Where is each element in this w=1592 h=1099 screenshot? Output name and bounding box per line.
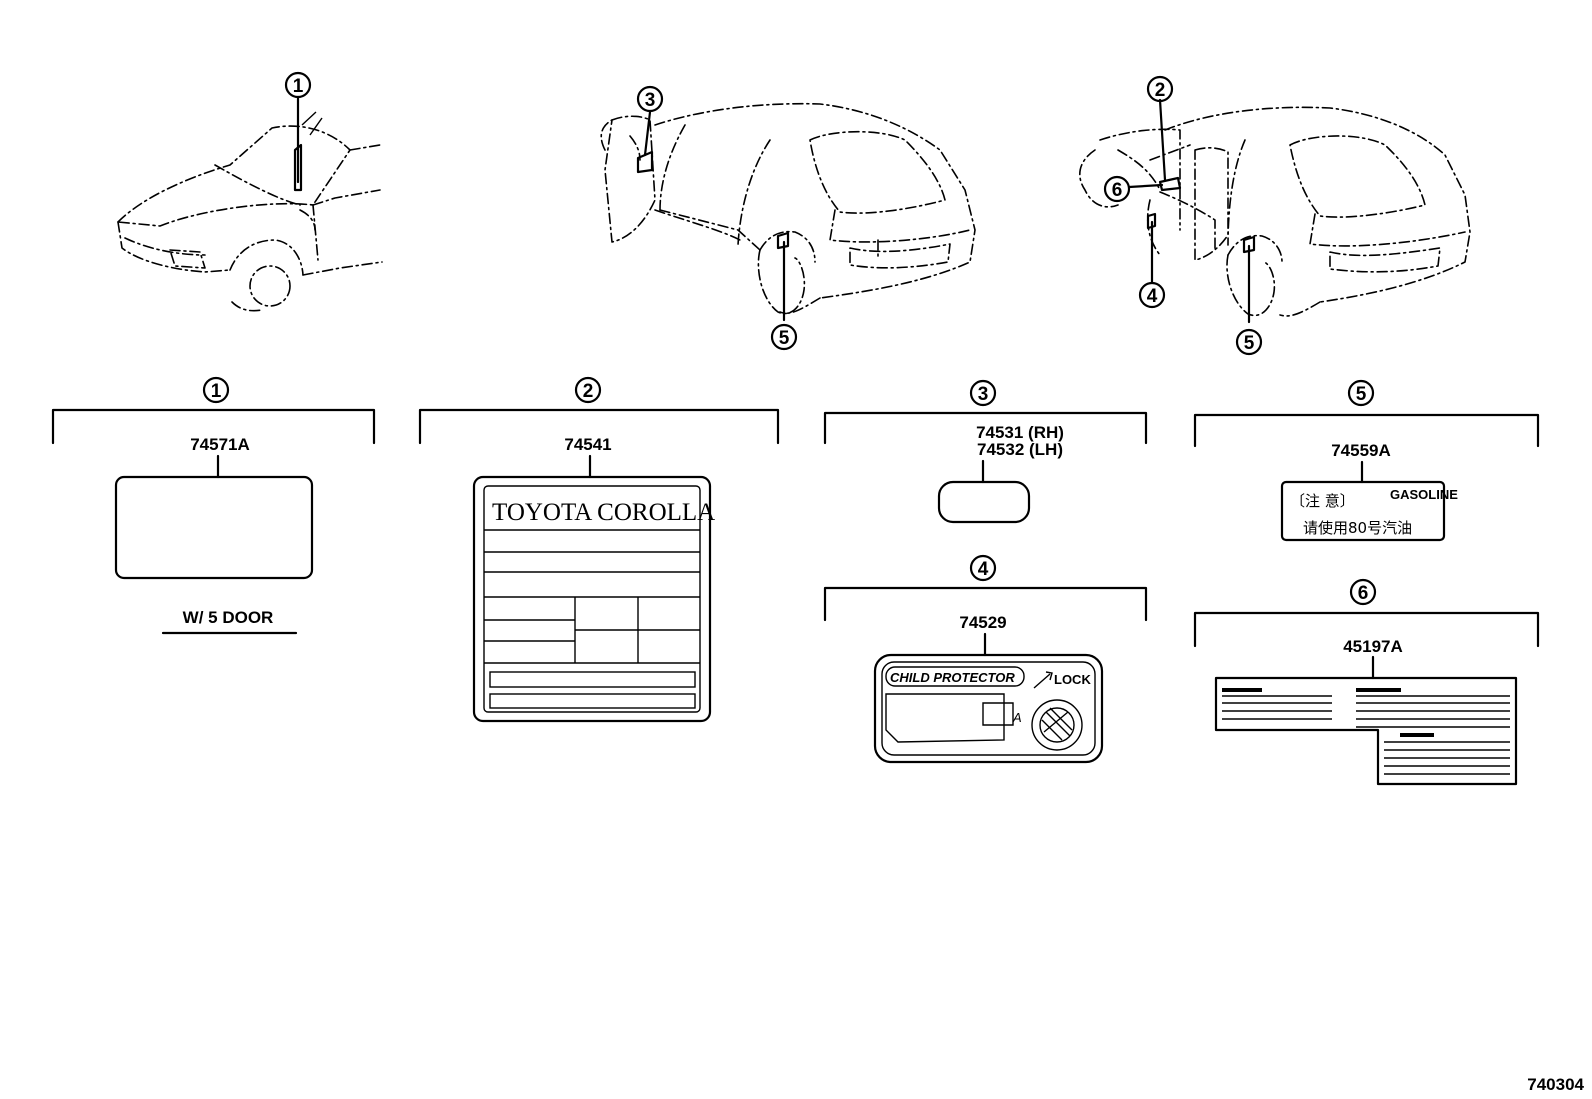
part-2-group: 2 74541 TOYOTA COROLLA — [418, 376, 780, 723]
callout-2-car: 2 — [1146, 75, 1174, 103]
part-5-number: 74559A — [1331, 441, 1391, 460]
part-2-label: TOYOTA COROLLA — [472, 475, 715, 723]
part-3-label — [937, 480, 1031, 524]
svg-text:A: A — [1012, 710, 1022, 725]
svg-text:请使用80号汽油: 请使用80号汽油 — [1303, 519, 1412, 537]
callout-5-car-a: 5 — [770, 323, 798, 351]
part-4-group: 4 74529 CHILD PROTECTOR LOCK A — [823, 554, 1148, 764]
part-1-number: 74571A — [190, 435, 250, 454]
svg-text:1: 1 — [293, 76, 304, 97]
svg-text:3: 3 — [645, 90, 656, 111]
callout-6-car: 6 — [1103, 175, 1131, 203]
part-1-group: 1 74571A W/ 5 DOOR — [51, 376, 376, 635]
part-4-number: 74529 — [959, 613, 1006, 632]
car-rear-view-doors — [1079, 98, 1471, 324]
callout-4-car: 4 — [1138, 281, 1166, 309]
part-1-note: W/ 5 DOOR — [183, 608, 274, 627]
callout-1-car: 1 — [284, 71, 312, 99]
part-3-number-lh: 74532 (LH) — [977, 440, 1063, 459]
part-1-label — [114, 475, 314, 580]
svg-text:LOCK: LOCK — [1054, 672, 1091, 687]
part-2-number: 74541 — [564, 435, 611, 454]
part-3-number-rh: 74531 (RH) — [976, 423, 1064, 442]
svg-text:6: 6 — [1358, 583, 1369, 604]
svg-text:5: 5 — [1244, 333, 1255, 354]
callout-5-car-b: 5 — [1235, 328, 1263, 356]
part-5-label: 〔注 意〕 GASOLINE 请使用80号汽油 — [1280, 480, 1458, 542]
svg-text:〔注 意〕: 〔注 意〕 — [1290, 492, 1355, 510]
part-6-label — [1214, 676, 1518, 786]
svg-text:3: 3 — [978, 384, 989, 405]
svg-text:4: 4 — [978, 559, 989, 580]
svg-text:4: 4 — [1147, 286, 1158, 307]
part-5-group: 5 74559A 〔注 意〕 GASOLINE 请使用80号汽油 — [1193, 379, 1540, 542]
svg-text:1: 1 — [211, 381, 222, 402]
part-6-group: 6 45197A — [1193, 578, 1540, 786]
diagram-id: 740304 — [1527, 1075, 1584, 1094]
callout-3-car: 3 — [636, 85, 664, 113]
svg-text:5: 5 — [1356, 384, 1367, 405]
svg-text:6: 6 — [1112, 180, 1123, 201]
car-front-view — [117, 95, 383, 312]
part-6-number: 45197A — [1343, 637, 1403, 656]
svg-text:5: 5 — [779, 328, 790, 349]
svg-text:CHILD PROTECTOR: CHILD PROTECTOR — [890, 670, 1015, 685]
svg-text:GASOLINE: GASOLINE — [1390, 487, 1458, 502]
svg-text:2: 2 — [583, 381, 594, 402]
svg-text:2: 2 — [1155, 80, 1166, 101]
part-4-label: CHILD PROTECTOR LOCK A — [873, 653, 1104, 764]
car-rear-view-door — [600, 102, 976, 322]
svg-text:TOYOTA COROLLA: TOYOTA COROLLA — [492, 499, 715, 526]
part-3-group: 3 74531 (RH) 74532 (LH) — [823, 379, 1148, 524]
